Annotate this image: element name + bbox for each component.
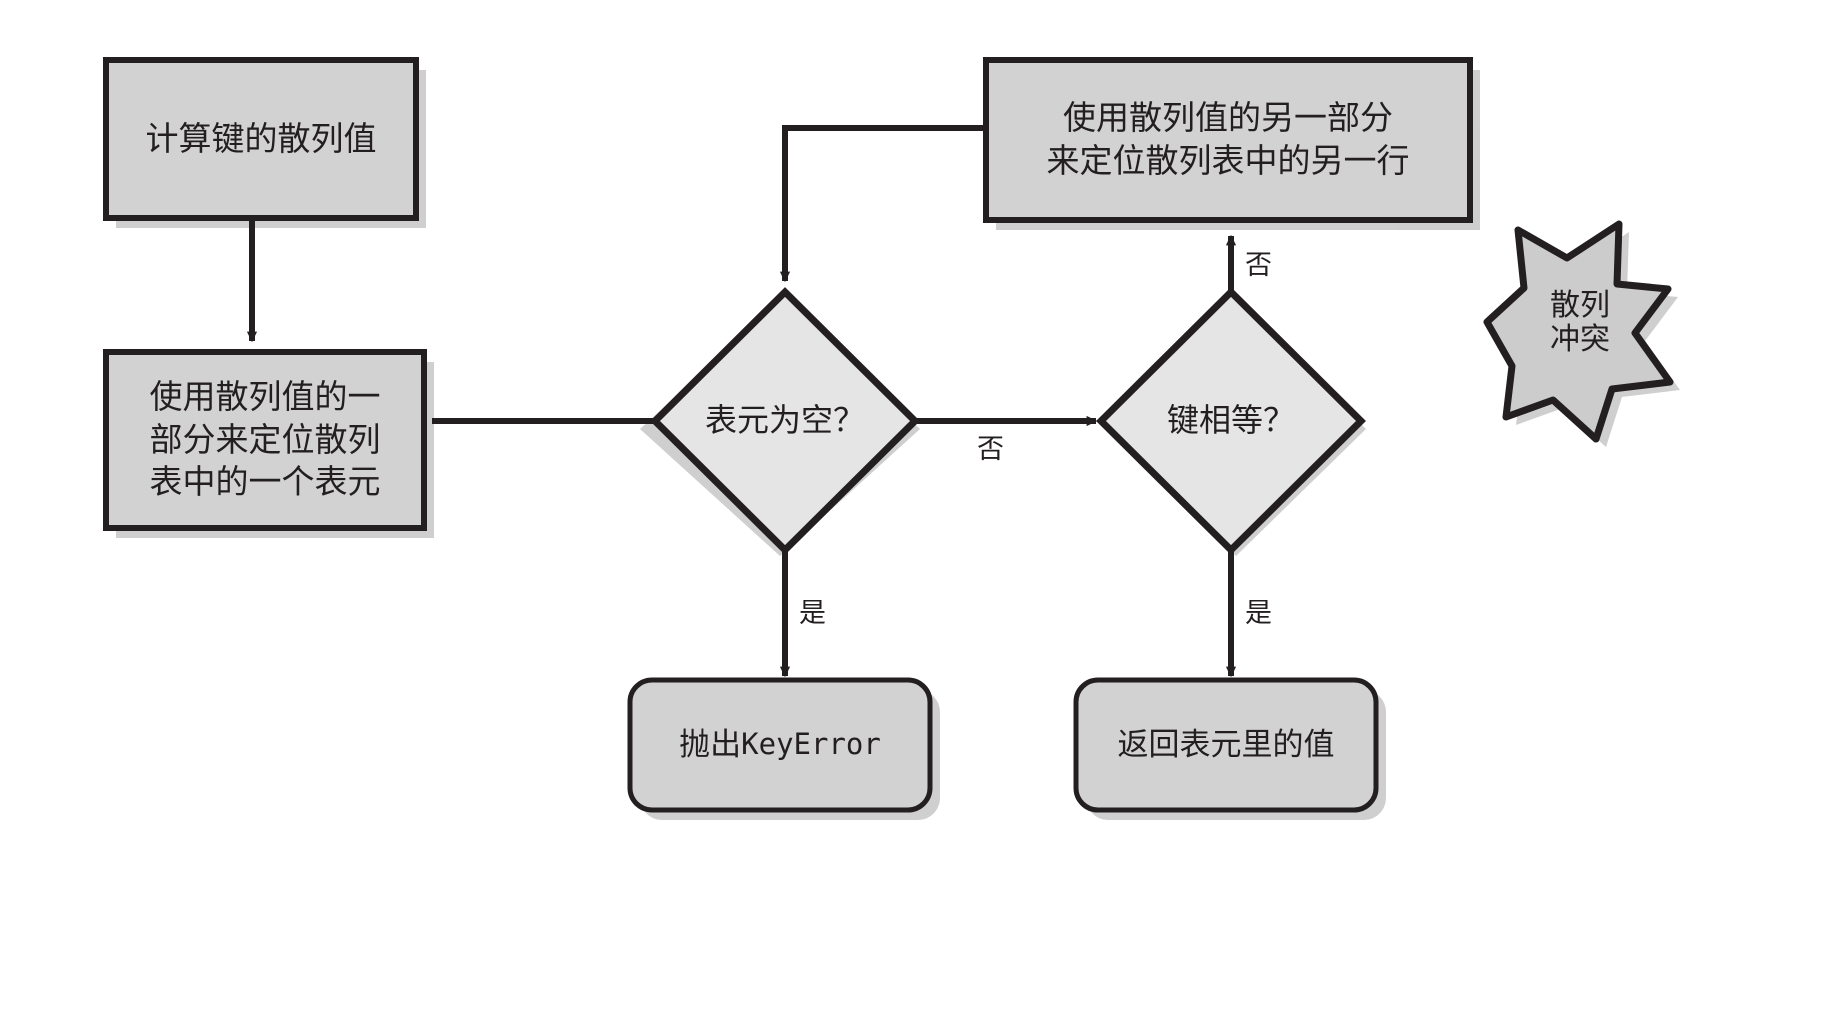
node-compute-hash[interactable] — [103, 57, 419, 221]
node-hash-collision[interactable] — [1483, 220, 1674, 443]
node-keys-equal[interactable] — [1096, 287, 1366, 555]
node-bucket-empty[interactable] — [650, 287, 920, 555]
node-locate-another-row[interactable] — [983, 57, 1473, 223]
connector-feedback-to-empty — [779, 125, 985, 283]
node-return-value[interactable] — [1073, 677, 1379, 813]
connector-group — [246, 125, 1237, 678]
node-raise-keyerror[interactable] — [627, 677, 933, 813]
node-locate-bucket[interactable] — [103, 349, 427, 531]
